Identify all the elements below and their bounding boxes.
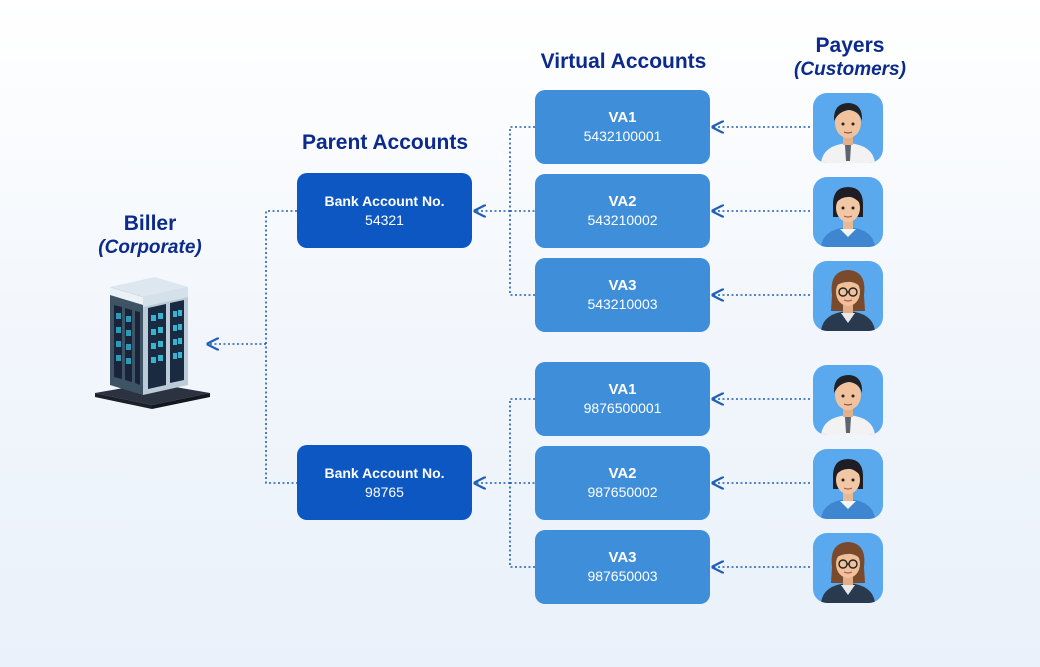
female-payer-icon [821, 187, 875, 247]
va-number: 5432100001 [583, 128, 662, 144]
parent-accounts-heading: Parent Accounts [301, 131, 469, 154]
parent-account-number: 54321 [365, 211, 404, 228]
va-number: 543210002 [587, 212, 658, 228]
female-glasses-payer-icon [821, 270, 875, 331]
parent-account-label: Bank Account No. [324, 464, 445, 481]
payer-avatar-2 [813, 177, 883, 247]
payer-avatar-5 [813, 449, 883, 519]
female-glasses-payer-icon [821, 542, 875, 603]
biller-subtitle: (Corporate) [98, 237, 202, 258]
va-number: 987650003 [587, 568, 658, 584]
virtual-account-5: VA2 987650002 [535, 446, 710, 520]
va-label: VA2 [608, 465, 637, 482]
parent-account-number: 98765 [365, 483, 404, 500]
va-label: VA1 [608, 109, 637, 126]
va-label: VA3 [608, 277, 637, 294]
biller-title: Biller [123, 212, 177, 235]
payer-avatar-6 [813, 533, 883, 603]
va-label: VA2 [608, 193, 637, 210]
male-payer-icon [821, 375, 875, 435]
va-group1-bracket [509, 126, 535, 296]
parent-bracket [265, 210, 297, 484]
parent-account-1: Bank Account No. 54321 [297, 173, 472, 248]
va-label: VA1 [608, 381, 637, 398]
biller-heading: Biller (Corporate) [80, 212, 220, 260]
virtual-account-6: VA3 987650003 [535, 530, 710, 604]
payer-avatar-4 [813, 365, 883, 435]
virtual-account-4: VA1 9876500001 [535, 362, 710, 436]
virtual-account-3: VA3 543210003 [535, 258, 710, 332]
va-number: 987650002 [587, 484, 658, 500]
payers-heading: Payers (Customers) [780, 34, 920, 82]
va-number: 9876500001 [583, 400, 662, 416]
va-number: 543210003 [587, 296, 658, 312]
payer-avatar-3 [813, 261, 883, 331]
female-payer-icon [821, 459, 875, 519]
va-label: VA3 [608, 549, 637, 566]
virtual-account-2: VA2 543210002 [535, 174, 710, 248]
parent-account-label: Bank Account No. [324, 192, 445, 209]
payers-title: Payers [815, 34, 885, 57]
payer-avatar-1 [813, 93, 883, 163]
payers-subtitle: (Customers) [794, 59, 906, 80]
male-payer-icon [821, 103, 875, 163]
virtual-accounts-heading: Virtual Accounts [540, 50, 707, 73]
virtual-account-1: VA1 5432100001 [535, 90, 710, 164]
va-group2-bracket [509, 398, 535, 568]
parent-account-2: Bank Account No. 98765 [297, 445, 472, 520]
building-icon [95, 277, 210, 409]
